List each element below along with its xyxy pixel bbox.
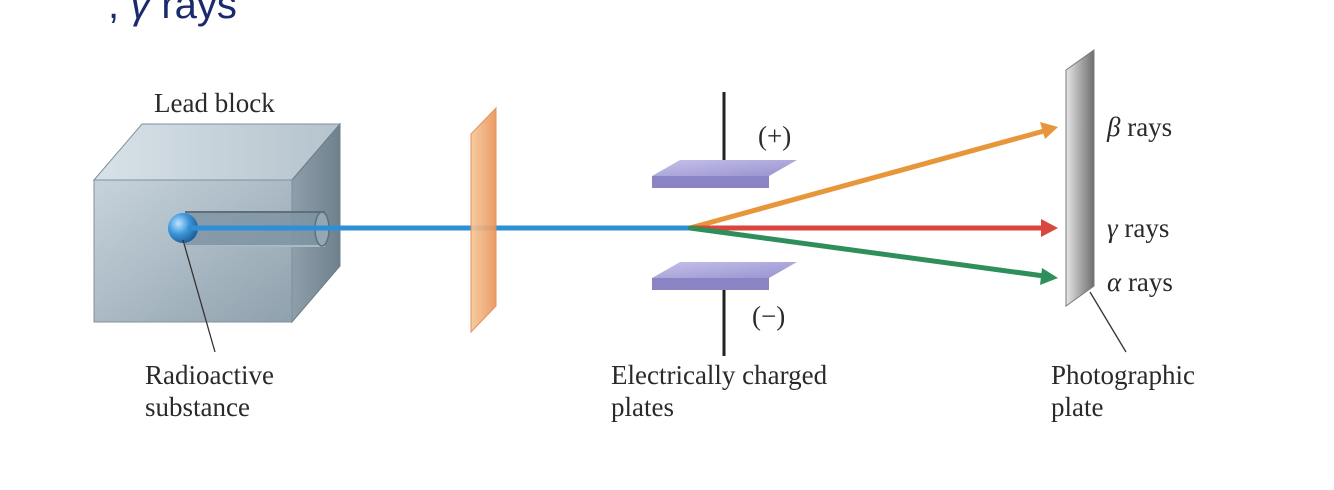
gamma-rays-label: γ rays: [1107, 213, 1169, 243]
photo-plate-leader-line: [1089, 291, 1127, 353]
gamma-symbol: γ: [1107, 213, 1119, 243]
alpha-symbol: α: [1107, 267, 1122, 297]
plates-label-line2: plates: [611, 392, 674, 422]
gamma-ray-arrow: [687, 219, 1058, 237]
lead-block-label: Lead block: [154, 88, 275, 118]
title-gamma-symbol: γ: [130, 0, 152, 27]
negative-plate: [652, 262, 797, 278]
beta-ray-arrow: [687, 122, 1058, 231]
plus-sign-label: (+): [758, 121, 791, 151]
alpha-ray-arrow: [687, 225, 1058, 285]
photographic-plate: [1065, 49, 1095, 307]
minus-sign-label: (−): [752, 301, 785, 331]
photo-plate-label-line1: Photographic: [1051, 360, 1195, 390]
slide-title: , γ rays: [108, 0, 237, 27]
negative-plate-assembly: [652, 262, 797, 356]
beta-rays-label: β rays: [1106, 112, 1172, 142]
lead-block: [92, 122, 342, 324]
photo-plate-label-line2: plate: [1051, 392, 1103, 422]
title-prefix: ,: [108, 0, 130, 27]
radioactive-label-line1: Radioactive: [145, 360, 274, 390]
radioactive-substance: [168, 213, 198, 243]
title-text: rays: [150, 0, 237, 27]
positive-plate-assembly: [652, 92, 797, 188]
beta-symbol: β: [1106, 112, 1121, 142]
radioactive-label-line2: substance: [145, 392, 250, 422]
radioactive-leader-line: [182, 239, 216, 353]
alpha-rays-label: α rays: [1107, 267, 1173, 297]
positive-plate: [652, 160, 797, 176]
plates-label-line1: Electrically charged: [611, 360, 828, 390]
filter-sheet: [470, 106, 497, 334]
